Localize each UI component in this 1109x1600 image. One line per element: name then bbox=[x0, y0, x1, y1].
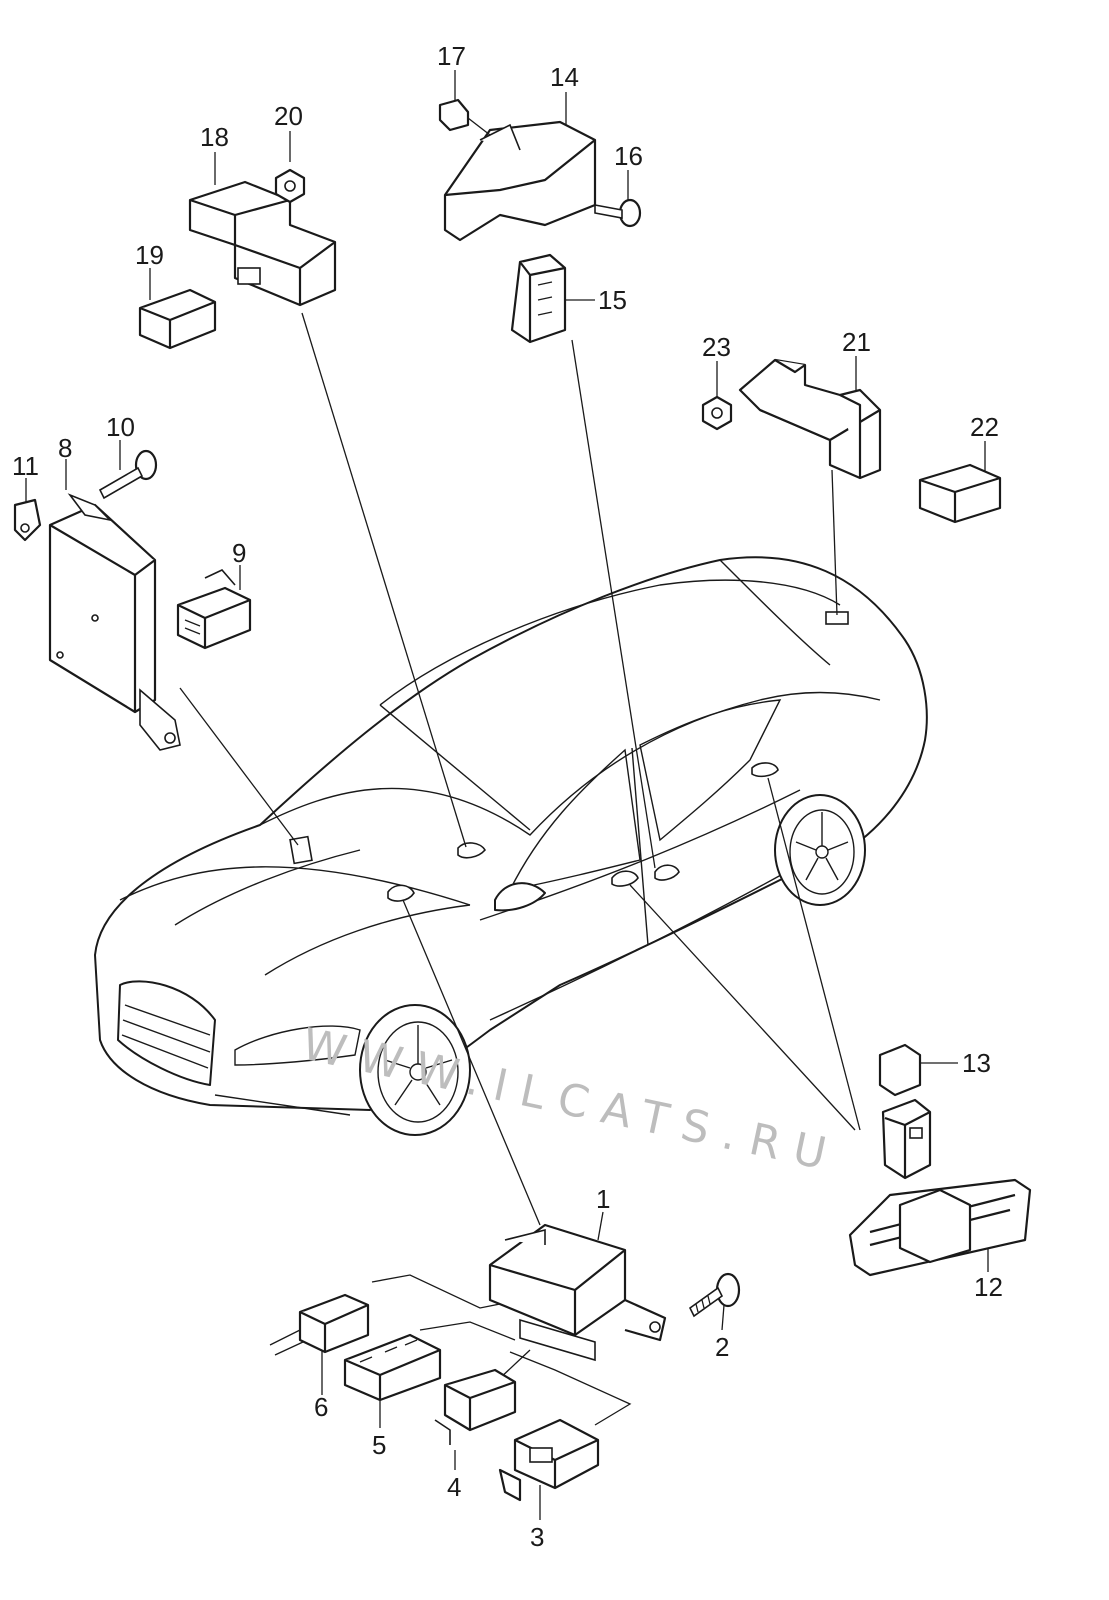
part-23-nut bbox=[701, 395, 733, 431]
part-1-sensor-unit bbox=[488, 1223, 667, 1362]
callout-labels: 1 2 3 4 5 6 8 9 10 11 12 13 14 15 16 17 … bbox=[12, 41, 1003, 1552]
callout-6: 6 bbox=[314, 1392, 328, 1422]
part-20-nut bbox=[274, 168, 306, 204]
callout-18: 18 bbox=[200, 122, 229, 152]
callout-15: 15 bbox=[598, 285, 627, 315]
callout-23: 23 bbox=[702, 332, 731, 362]
callout-11: 11 bbox=[12, 451, 39, 481]
part-3-bracket bbox=[498, 1418, 600, 1502]
part-13-switch bbox=[878, 1043, 932, 1180]
part-16-screw bbox=[594, 198, 642, 228]
part-22-connector bbox=[918, 463, 1002, 524]
callout-2: 2 bbox=[715, 1332, 729, 1362]
part-21-bracket bbox=[738, 358, 882, 480]
callout-19: 19 bbox=[135, 240, 164, 270]
callout-4: 4 bbox=[447, 1472, 461, 1502]
callout-13: 13 bbox=[962, 1048, 991, 1078]
callout-14: 14 bbox=[550, 62, 579, 92]
part-11-clip bbox=[13, 498, 42, 542]
part-19-connector bbox=[138, 288, 217, 350]
part-6-plug bbox=[269, 1293, 370, 1356]
part-14-bracket bbox=[443, 120, 597, 242]
part-10-screw bbox=[98, 449, 158, 500]
callout-1: 1 bbox=[596, 1184, 610, 1214]
part-2-bolt bbox=[688, 1272, 741, 1318]
callout-22: 22 bbox=[970, 412, 999, 442]
callout-21: 21 bbox=[842, 327, 871, 357]
part-17-clip bbox=[438, 98, 491, 136]
part-5-connector-housing bbox=[343, 1333, 442, 1402]
callout-16: 16 bbox=[614, 141, 643, 171]
part-12-door-handle bbox=[848, 1178, 1032, 1277]
callout-5: 5 bbox=[372, 1430, 386, 1460]
part-15-connector bbox=[510, 253, 567, 344]
part-9-connector bbox=[176, 569, 252, 650]
callout-3: 3 bbox=[530, 1522, 544, 1552]
callout-12: 12 bbox=[974, 1272, 1003, 1302]
part-4-connector bbox=[434, 1368, 517, 1445]
callout-17: 17 bbox=[437, 41, 466, 71]
callout-10: 10 bbox=[106, 412, 135, 442]
part-18-sensor-housing bbox=[188, 180, 337, 307]
callout-9: 9 bbox=[232, 538, 246, 568]
leader-lines bbox=[25, 70, 989, 1520]
car-illustration bbox=[94, 556, 928, 1136]
callout-20: 20 bbox=[274, 101, 303, 131]
part-8-control-module bbox=[48, 493, 181, 751]
callout-8: 8 bbox=[58, 433, 72, 463]
